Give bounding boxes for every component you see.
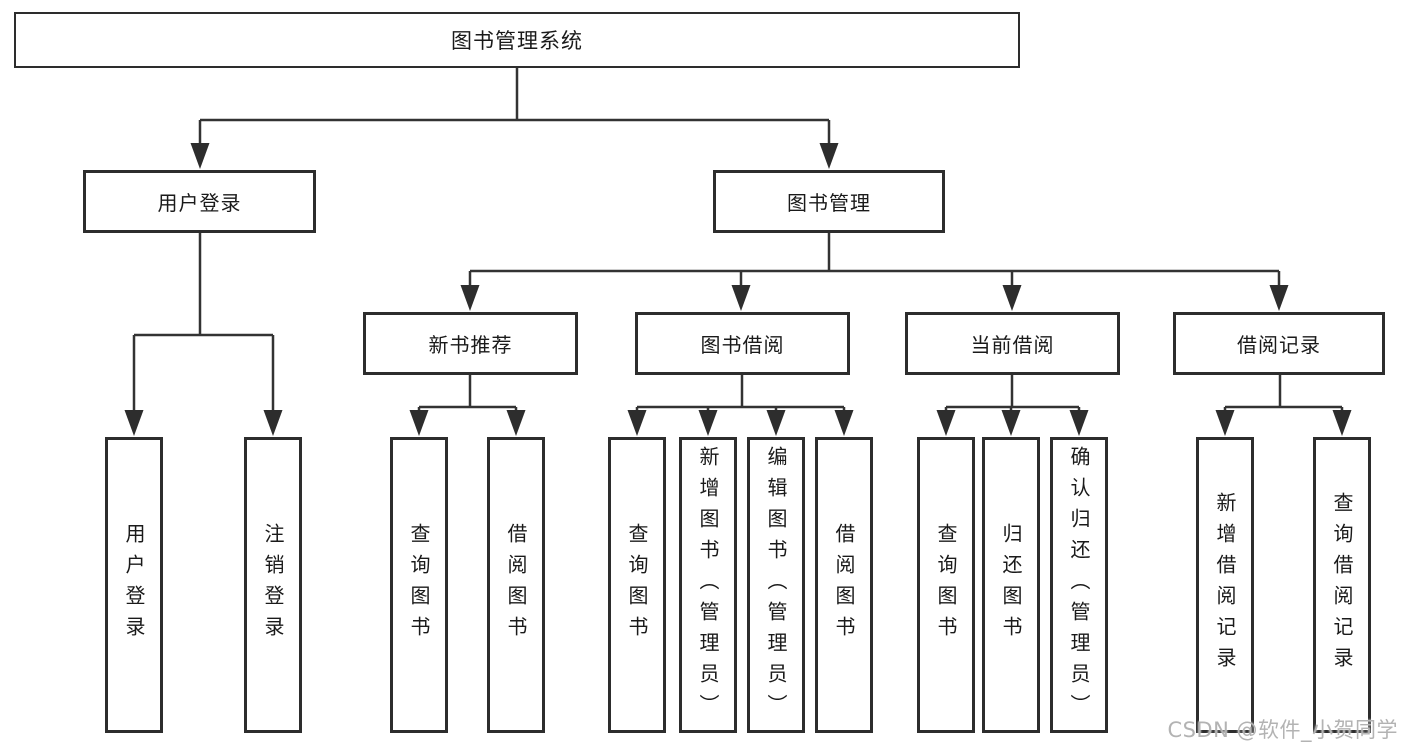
node-label: 新书推荐 (428, 333, 513, 357)
leaf-borrow-books-recommend: 借阅图书 (487, 437, 545, 733)
leaf-label: 归还图书 (999, 523, 1023, 647)
node-label: 当前借阅 (970, 333, 1055, 357)
arrowhead-icons (124, 143, 1352, 436)
watermark: CSDN @软件_小贺同学 (1167, 718, 1398, 742)
leaf-label: 查询图书 (625, 523, 649, 647)
leaf-label: 编辑图书（管理员） (764, 445, 788, 725)
leaf-label: 查询图书 (407, 523, 431, 647)
leaf-label: 借阅图书 (832, 523, 856, 647)
leaf-user-login: 用户登录 (105, 437, 163, 733)
leaf-label: 新增借阅记录 (1213, 492, 1237, 678)
leaf-add-book-admin: 新增图书（管理员） (679, 437, 737, 733)
leaf-confirm-return-admin: 确认归还（管理员） (1050, 437, 1108, 733)
node-user-login: 用户登录 (83, 170, 316, 233)
leaf-query-books-current: 查询图书 (917, 437, 975, 733)
leaf-edit-book-admin: 编辑图书（管理员） (747, 437, 805, 733)
leaf-label: 注销登录 (261, 523, 285, 647)
node-root: 图书管理系统 (14, 12, 1020, 68)
leaf-add-borrow-record: 新增借阅记录 (1196, 437, 1254, 733)
node-current-borrowing: 当前借阅 (905, 312, 1120, 375)
node-label: 用户登录 (157, 191, 242, 215)
leaf-label: 用户登录 (122, 523, 146, 647)
node-label: 图书管理系统 (451, 29, 583, 53)
leaf-label: 新增图书（管理员） (696, 445, 720, 725)
node-label: 借阅记录 (1237, 333, 1321, 357)
leaf-query-books-borrowing: 查询图书 (608, 437, 666, 733)
leaf-logout: 注销登录 (244, 437, 302, 733)
leaf-query-books-recommend: 查询图书 (390, 437, 448, 733)
leaf-return-books: 归还图书 (982, 437, 1040, 733)
leaf-label: 查询借阅记录 (1330, 492, 1354, 678)
leaf-label: 查询图书 (934, 523, 958, 647)
node-book-management: 图书管理 (713, 170, 945, 233)
node-label: 图书借阅 (700, 333, 785, 357)
node-borrowing-records: 借阅记录 (1173, 312, 1385, 375)
node-label: 图书管理 (787, 191, 871, 215)
node-new-book-recommendation: 新书推荐 (363, 312, 578, 375)
leaf-borrow-books-borrowing: 借阅图书 (815, 437, 873, 733)
leaf-query-borrow-record: 查询借阅记录 (1313, 437, 1371, 733)
node-book-borrowing: 图书借阅 (635, 312, 850, 375)
leaf-label: 确认归还（管理员） (1067, 445, 1091, 725)
leaf-label: 借阅图书 (504, 523, 528, 647)
